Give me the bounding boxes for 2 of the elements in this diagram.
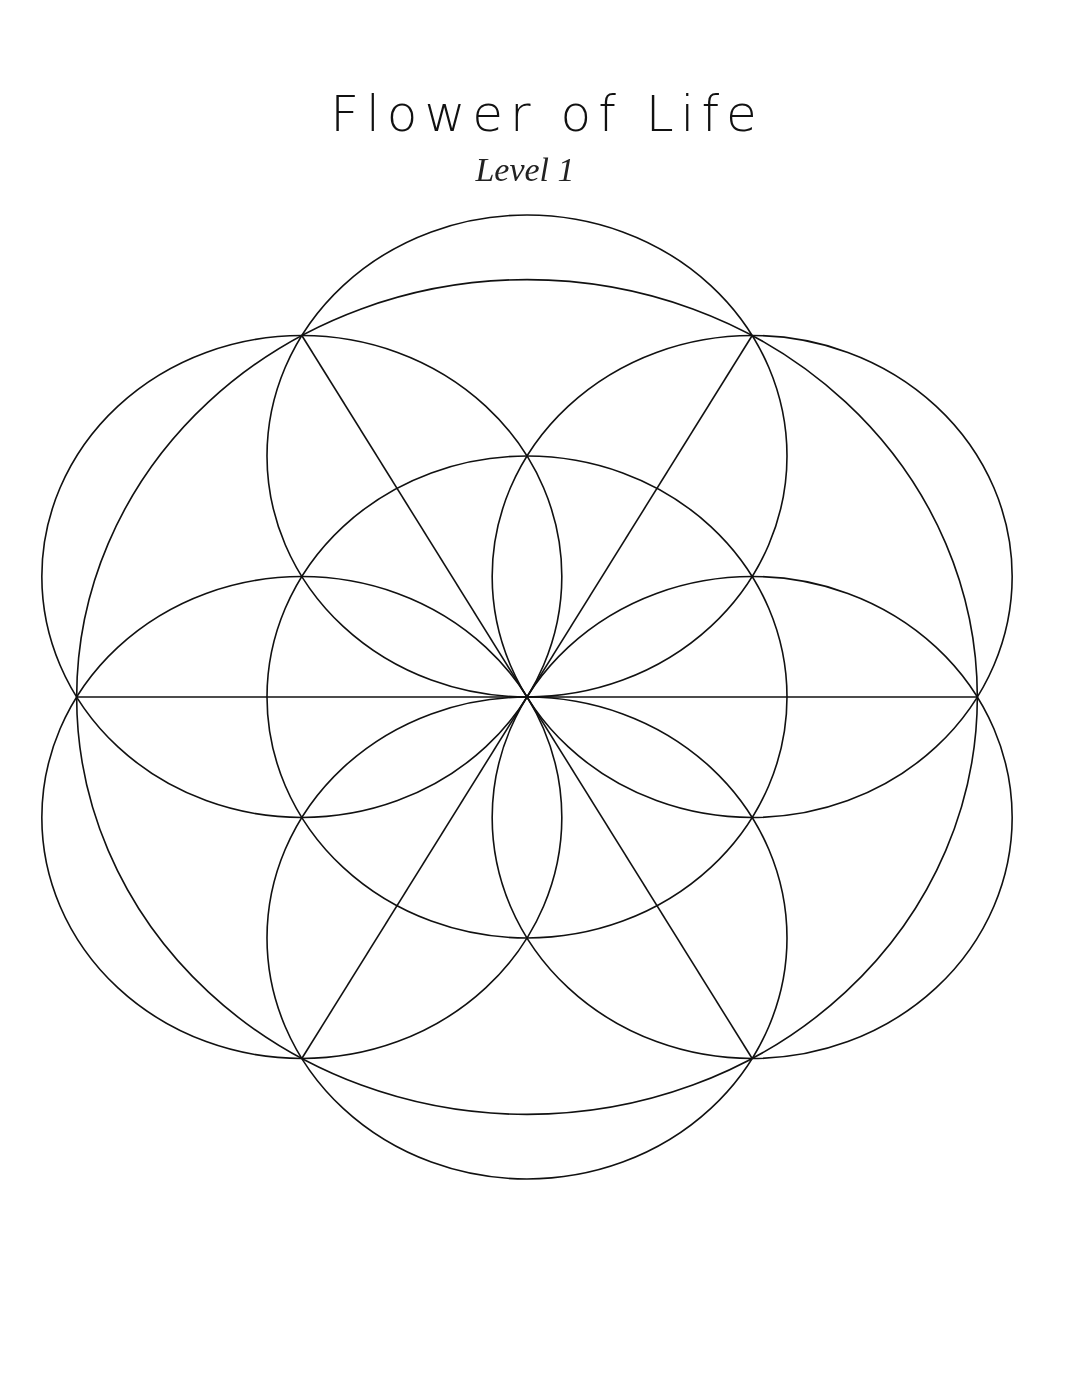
subtitle: Level 1	[475, 150, 575, 190]
title: Flower of Life	[329, 84, 764, 145]
